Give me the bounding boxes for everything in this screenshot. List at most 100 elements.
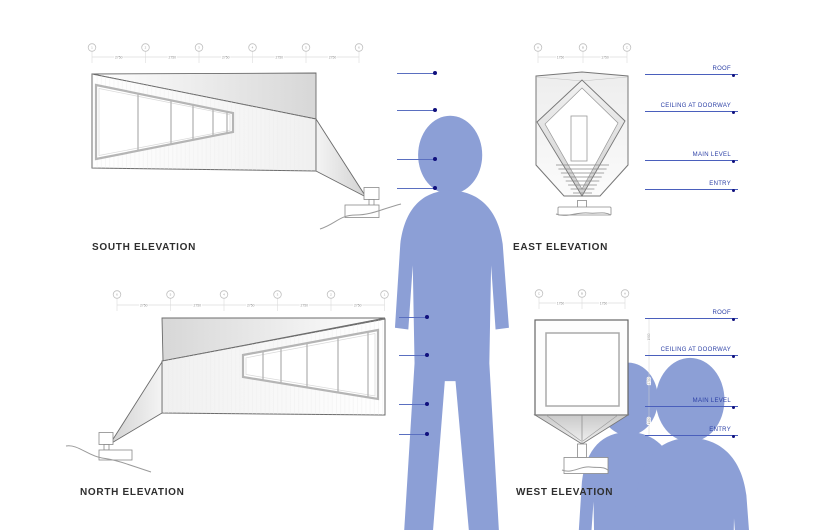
north-building bbox=[65, 317, 753, 530]
south-elevation-drawing: 1 2 3 4 5 6 2750 2750 2750 2750 2750 bbox=[87, 43, 509, 530]
level-line-roof bbox=[399, 315, 429, 320]
svg-text:2750: 2750 bbox=[115, 55, 123, 59]
level-dot bbox=[432, 186, 437, 191]
level-rule bbox=[397, 159, 435, 160]
level-dot bbox=[731, 159, 735, 163]
west-building bbox=[533, 319, 630, 474]
level-line-ceiling: CEILING AT DOORWAY bbox=[645, 103, 738, 114]
east-elevation-drawing: A B C 1750 1750 bbox=[533, 43, 632, 216]
north-grid-line: 6 5 4 3 2 1 2750 2750 2750 2750 2750 bbox=[112, 290, 389, 311]
level-line-roof: ROOF bbox=[645, 310, 738, 321]
level-rule bbox=[645, 435, 738, 436]
svg-text:1750: 1750 bbox=[557, 301, 565, 305]
level-line-entry bbox=[397, 186, 437, 191]
svg-text:B: B bbox=[582, 46, 584, 50]
svg-text:1: 1 bbox=[384, 293, 386, 297]
svg-text:2750: 2750 bbox=[169, 55, 177, 59]
level-line-entry: ENTRY bbox=[645, 181, 738, 192]
svg-text:1750: 1750 bbox=[557, 55, 565, 59]
level-line-roof: ROOF bbox=[645, 66, 738, 77]
level-dot bbox=[424, 315, 429, 320]
east-stairs bbox=[556, 164, 609, 194]
level-dot bbox=[424, 432, 429, 437]
level-dot bbox=[432, 108, 437, 113]
level-rule bbox=[645, 406, 738, 407]
svg-text:1: 1 bbox=[91, 46, 93, 50]
west-grid-line: C B A 1750 1750 bbox=[534, 289, 630, 309]
level-rule bbox=[399, 434, 427, 435]
south-window-band bbox=[94, 83, 235, 161]
level-dot bbox=[731, 73, 735, 77]
svg-text:2750: 2750 bbox=[194, 303, 202, 307]
west-ground-line bbox=[561, 466, 610, 472]
level-label: MAIN LEVEL bbox=[692, 152, 731, 158]
level-rule bbox=[397, 110, 435, 111]
level-line-main: MAIN LEVEL bbox=[645, 152, 738, 163]
level-rule bbox=[645, 111, 738, 112]
west-vertical-dimension: 1900 2700 1450 bbox=[646, 318, 652, 435]
svg-text:6: 6 bbox=[358, 46, 360, 50]
level-rule bbox=[399, 317, 427, 318]
svg-text:4: 4 bbox=[223, 293, 225, 297]
svg-text:1450: 1450 bbox=[647, 417, 651, 424]
svg-text:2750: 2750 bbox=[329, 55, 337, 59]
level-label: ROOF bbox=[712, 66, 731, 72]
level-label: ROOF bbox=[712, 310, 731, 316]
level-dot bbox=[432, 157, 437, 162]
level-dot bbox=[731, 188, 735, 192]
west-elevation-drawing: C B A 1750 1750 1900 2700 1450 bbox=[533, 289, 652, 474]
north-support bbox=[98, 432, 133, 461]
south-elevation-title: SOUTH ELEVATION bbox=[92, 242, 197, 253]
level-line-roof bbox=[397, 71, 437, 76]
level-rule bbox=[645, 189, 738, 190]
svg-text:A: A bbox=[537, 46, 539, 50]
east-building bbox=[535, 71, 629, 216]
svg-text:2: 2 bbox=[330, 293, 332, 297]
level-dot bbox=[731, 317, 735, 321]
level-dot bbox=[424, 353, 429, 358]
level-dot bbox=[731, 354, 735, 358]
svg-text:A: A bbox=[624, 292, 626, 296]
level-label: ENTRY bbox=[709, 181, 731, 187]
svg-text:6: 6 bbox=[116, 293, 118, 297]
west-grid-bubbles bbox=[534, 289, 630, 298]
level-rule bbox=[397, 188, 435, 189]
east-grid-line: A B C 1750 1750 bbox=[533, 43, 632, 63]
svg-text:2750: 2750 bbox=[247, 303, 255, 307]
east-elevation-title: EAST ELEVATION bbox=[513, 242, 608, 253]
level-rule bbox=[645, 318, 738, 319]
north-elevation-title: NORTH ELEVATION bbox=[80, 487, 185, 498]
east-ground-line bbox=[555, 212, 612, 216]
level-rule bbox=[645, 160, 738, 161]
level-line-entry: ENTRY bbox=[645, 427, 738, 438]
level-line-ceiling bbox=[399, 353, 429, 358]
svg-text:1750: 1750 bbox=[600, 301, 608, 305]
north-window-band bbox=[241, 328, 380, 401]
level-line-entry bbox=[399, 432, 429, 437]
person-silhouette bbox=[395, 116, 509, 530]
level-line-ceiling bbox=[397, 108, 437, 113]
level-rule bbox=[397, 73, 435, 74]
south-ground-line bbox=[319, 203, 402, 230]
west-elevation-title: WEST ELEVATION bbox=[516, 487, 614, 498]
east-grid-bubbles bbox=[533, 43, 632, 52]
svg-text:2750: 2750 bbox=[276, 55, 284, 59]
svg-text:2700: 2700 bbox=[647, 377, 651, 384]
level-dot bbox=[432, 71, 437, 76]
svg-text:1750: 1750 bbox=[601, 55, 609, 59]
level-rule bbox=[399, 404, 427, 405]
svg-text:2750: 2750 bbox=[354, 303, 362, 307]
north-grid-bubbles bbox=[112, 290, 389, 299]
svg-text:4: 4 bbox=[252, 46, 254, 50]
south-grid-bubbles bbox=[87, 43, 364, 52]
svg-text:3: 3 bbox=[198, 46, 200, 50]
level-rule bbox=[645, 355, 738, 356]
level-rule bbox=[645, 74, 738, 75]
level-label: CEILING AT DOORWAY bbox=[660, 347, 731, 353]
svg-text:2750: 2750 bbox=[301, 303, 309, 307]
level-line-main bbox=[397, 157, 437, 162]
level-line-ceiling: CEILING AT DOORWAY bbox=[645, 347, 738, 358]
level-label: CEILING AT DOORWAY bbox=[660, 103, 731, 109]
